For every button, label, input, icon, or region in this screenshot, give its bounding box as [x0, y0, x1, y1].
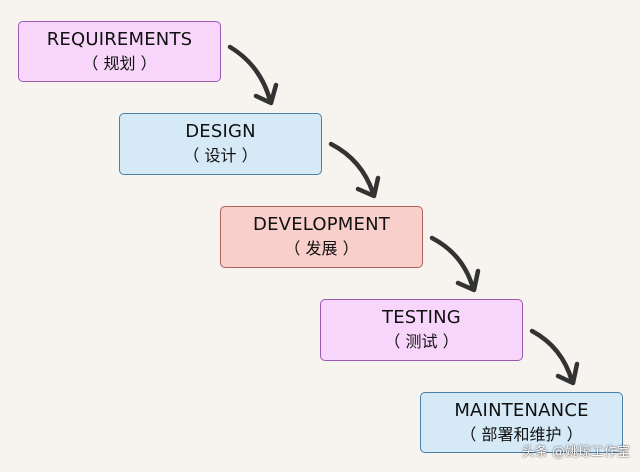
stage-maintenance: MAINTENANCE （ 部署和维护 ） [420, 392, 623, 453]
stage-title: DESIGN [185, 121, 256, 142]
stage-subtitle: （ 规划 ） [82, 54, 157, 73]
arrow-development-to-testing [429, 235, 481, 293]
stage-title: TESTING [382, 307, 461, 328]
stage-testing: TESTING （ 测试 ） [320, 299, 523, 361]
stage-subtitle: （ 发展 ） [284, 239, 359, 258]
arrow-requirements-to-design [227, 44, 279, 106]
stage-subtitle: （ 部署和维护 ） [460, 425, 583, 444]
stage-requirements: REQUIREMENTS （ 规划 ） [18, 21, 221, 82]
stage-design: DESIGN （ 设计 ） [119, 113, 322, 175]
watermark: 头条 @姚琼工作室 [521, 445, 630, 460]
arrow-design-to-development [328, 141, 381, 199]
stage-subtitle: （ 测试 ） [384, 332, 459, 351]
stage-development: DEVELOPMENT （ 发展 ） [220, 206, 423, 268]
stage-title: REQUIREMENTS [46, 29, 193, 50]
stage-subtitle: （ 设计 ） [183, 146, 258, 165]
stage-title: DEVELOPMENT [253, 214, 390, 235]
stage-title: MAINTENANCE [454, 400, 589, 421]
arrow-testing-to-maintenance [529, 328, 580, 386]
